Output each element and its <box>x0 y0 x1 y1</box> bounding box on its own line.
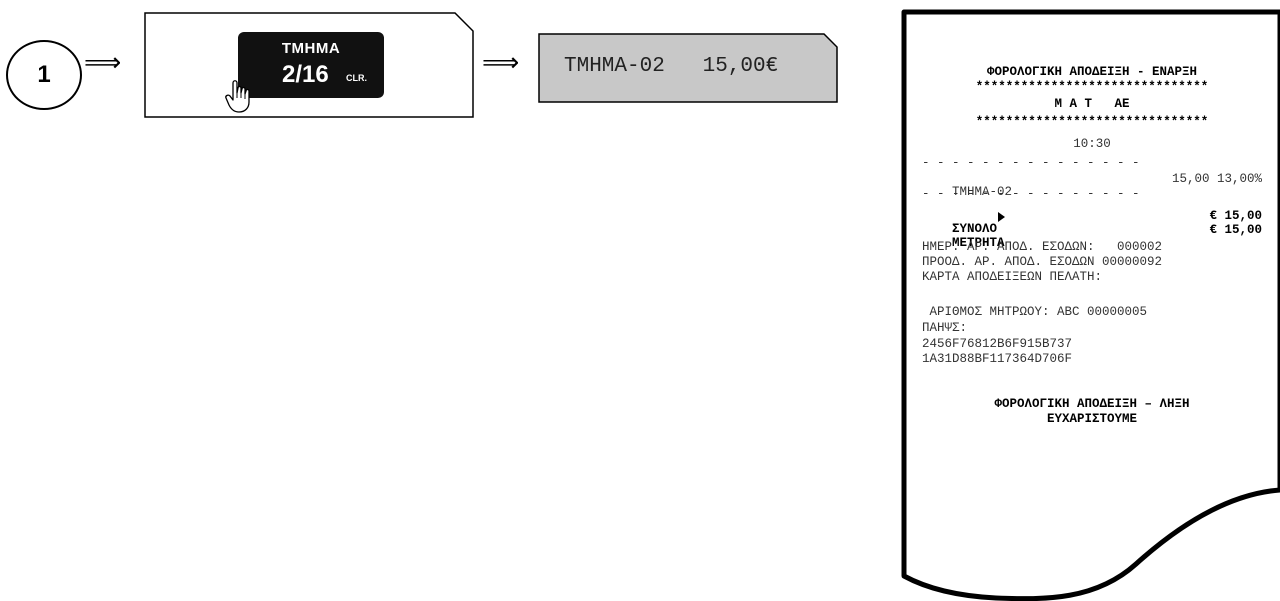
receipt-total-value: € 15,00 <box>1209 209 1262 223</box>
receipt-divider: - - - - - - - - - - - - - - - <box>922 156 1140 170</box>
key-label-top: TMHMA <box>281 40 341 57</box>
arrow-icon: ⟹ <box>84 48 122 78</box>
receipt-loyalty-card: ΚΑΡΤΑ ΑΠΟΔΕΙΞΕΩΝ ΠΕΛΑΤΗ: <box>922 270 1103 284</box>
receipt-thanks: ΕΥΧΑΡΙΣΤΟΥΜΕ <box>1046 412 1137 426</box>
receipt-progressive-number: ΠΡΟΟΔ. ΑΡ. ΑΠΟΔ. ΕΣΟΔΩΝ 00000092 <box>922 255 1163 269</box>
receipt-paper <box>901 9 1280 601</box>
receipt-stars: ******************************* <box>975 80 1209 94</box>
receipt-divider: - - - - - - - - - - - - - - - <box>922 187 1140 201</box>
receipt-daily-number: ΗΜΕΡ. ΑΡ. ΑΠΟΔ. ΕΣΟΔΩΝ: 000002 <box>922 240 1163 254</box>
receipt-pahps-code-1: 2456F76812B6F915B737 <box>922 337 1073 351</box>
key-label-main: 2/16 <box>282 61 329 88</box>
arrow-icon: ⟹ <box>482 48 520 78</box>
key-panel: TMHMA 2/16 CLR. <box>144 12 474 118</box>
receipt: ΦΟΡΟΛΟΓΙΚΗ ΑΠΟΔΕΙΞΗ - ΕΝΑΡΞΗ ***********… <box>896 8 1280 601</box>
receipt-cash-value: € 15,00 <box>1209 223 1262 237</box>
receipt-cash-row: ΜΕΤΡΗΤΑ € 15,00 <box>922 224 1262 276</box>
receipt-item-name: TMHMA-02 <box>952 185 1013 199</box>
play-marker-icon <box>998 212 1005 222</box>
display-panel: TMHMA-02 15,00€ <box>538 33 838 103</box>
key-label-clr: CLR. <box>346 73 367 83</box>
receipt-item-amount: 15,00 13,00% <box>1171 172 1262 186</box>
receipt-cash-label: ΜΕΤΡΗΤΑ <box>952 236 1005 250</box>
receipt-item-row: TMHMA-02 15,00 13,00% <box>922 173 1262 225</box>
receipt-pahps-code-2: 1A31D88BF117364D706F <box>922 352 1073 366</box>
receipt-total-row: ΣΥΝΟΛΟ € 15,00 <box>922 210 1262 275</box>
pointing-hand-icon <box>224 78 260 114</box>
receipt-stars: ******************************* <box>975 115 1209 129</box>
receipt-company: Μ Α Τ ΑΕ <box>1054 97 1130 111</box>
receipt-time: 10:30 <box>1073 137 1111 151</box>
step-number: 1 <box>37 61 51 88</box>
display-frame <box>538 33 838 103</box>
department-key-button[interactable]: TMHMA 2/16 CLR. <box>238 32 384 98</box>
receipt-total-label: ΣΥΝΟΛΟ <box>952 222 998 236</box>
receipt-registry-number: ΑΡΙΘΜΟΣ ΜΗΤΡΩΟΥ: ABC 00000005 <box>922 305 1148 319</box>
receipt-header: ΦΟΡΟΛΟΓΙΚΗ ΑΠΟΔΕΙΞΗ - ΕΝΑΡΞΗ <box>986 65 1198 79</box>
display-readout: TMHMA-02 15,00€ <box>564 55 779 78</box>
receipt-pahps-label: ΠΑΗΨΣ: <box>922 321 968 335</box>
receipt-footer: ΦΟΡΟΛΟΓΙΚΗ ΑΠΟΔΕΙΞΗ – ΛΗΞΗ <box>994 397 1190 411</box>
step-number-circle: 1 <box>6 40 82 110</box>
